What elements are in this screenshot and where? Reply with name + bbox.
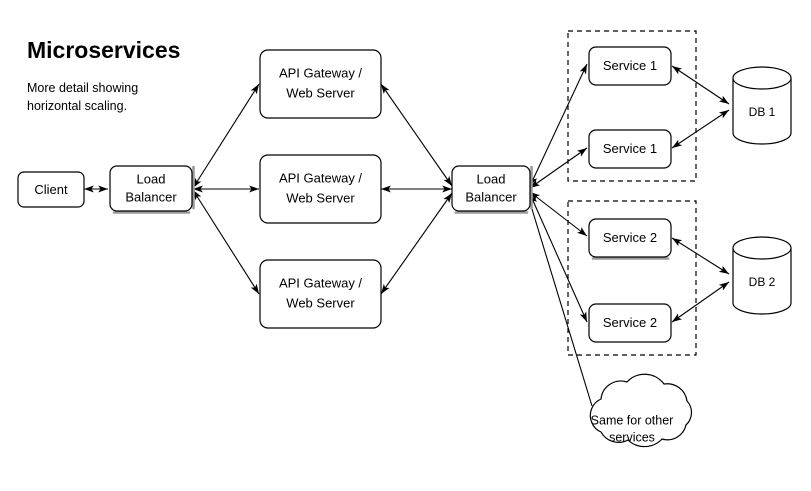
node-gateway-bottom[interactable]: API Gateway / Web Server [259, 259, 382, 329]
node-service2-a[interactable]: Service 2 [588, 218, 672, 260]
edge-service1-a-to-db1 [671, 65, 730, 105]
node-service2-b[interactable]: Service 2 [588, 303, 672, 343]
service2-a-box[interactable] [588, 218, 672, 258]
db2-cylinder-top [732, 247, 792, 260]
edge-lb-left-to-gateway-top [192, 83, 260, 189]
service1-b-label: Service 1 [603, 141, 657, 156]
node-db2[interactable]: DB 2 [732, 236, 792, 315]
gateway-bottom-box[interactable] [259, 259, 382, 329]
cloud-note-label-line2: services [609, 430, 655, 444]
cloud-shape[interactable] [589, 373, 693, 448]
node-client[interactable]: Client [17, 171, 85, 208]
edge-gateway-bottom-to-lb-right [380, 192, 453, 295]
lb-left-label-line2: Balancer [125, 189, 177, 204]
edge-lb-right-to-service1-b [529, 147, 588, 189]
page-subtitle-line2: horizontal scaling. [27, 99, 127, 113]
lb-left-shadow [112, 165, 195, 214]
client-box[interactable] [17, 171, 85, 208]
edge-service2-b-to-db2 [671, 281, 730, 323]
lb-right-box[interactable] [451, 165, 531, 212]
edge-layer [84, 63, 730, 407]
service2-b-box[interactable] [588, 303, 672, 343]
gateway-mid-label-line1: API Gateway / [279, 170, 362, 185]
node-service1-a[interactable]: Service 1 [588, 46, 672, 86]
node-cloud-note[interactable]: Same for other services [589, 373, 693, 448]
page-subtitle-line1: More detail showing [27, 81, 138, 95]
edge-service1-b-to-db1 [671, 109, 730, 149]
edge-lb-right-to-cloud-note [527, 195, 593, 407]
gateway-top-label-line2: Web Server [286, 85, 355, 100]
gateway-mid-label-line2: Web Server [286, 190, 355, 205]
lb-right-shadow [454, 165, 533, 214]
node-service1-b[interactable]: Service 1 [588, 129, 672, 169]
db1-cylinder-top [732, 77, 792, 90]
service2-b-label: Service 2 [603, 315, 657, 330]
node-lb-right[interactable]: Load Balancer [451, 165, 533, 214]
service1-b-box[interactable] [588, 129, 672, 169]
service1-a-box[interactable] [588, 46, 672, 86]
page-title: Microservices [27, 37, 180, 63]
service2-a-label: Service 2 [603, 230, 657, 245]
node-lb-left[interactable]: Load Balancer [109, 165, 195, 214]
lb-left-label-line1: Load [137, 171, 166, 186]
gateway-bottom-label-line1: API Gateway / [279, 275, 362, 290]
edge-gateway-top-to-lb-right [380, 83, 453, 187]
gateway-bottom-label-line2: Web Server [286, 295, 355, 310]
db1-label: DB 1 [749, 105, 776, 119]
cloud-note-label-line1: Same for other [591, 413, 674, 427]
db2-label: DB 2 [749, 275, 776, 289]
service2-group-boundary [567, 200, 697, 356]
edge-service2-a-to-db2 [671, 237, 730, 275]
lb-left-box[interactable] [109, 165, 193, 212]
service1-group-boundary [567, 30, 697, 182]
gateway-mid-box[interactable] [259, 154, 382, 224]
gateway-top-box[interactable] [259, 49, 382, 119]
node-gateway-top[interactable]: API Gateway / Web Server [259, 49, 382, 119]
node-gateway-mid[interactable]: API Gateway / Web Server [259, 154, 382, 224]
edge-lb-left-to-gateway-bottom [192, 189, 260, 295]
gateway-top-label-line1: API Gateway / [279, 65, 362, 80]
lb-right-label-line2: Balancer [465, 189, 517, 204]
service1-a-label: Service 1 [603, 58, 657, 73]
edge-lb-right-to-service2-b [529, 193, 588, 323]
client-label: Client [34, 182, 68, 197]
node-db1[interactable]: DB 1 [732, 66, 792, 145]
lb-right-label-line1: Load [477, 171, 506, 186]
